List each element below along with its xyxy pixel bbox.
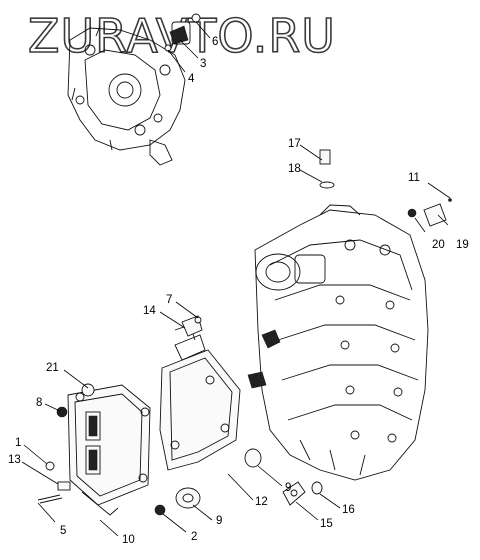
bolt-1 xyxy=(45,461,55,471)
callout-4: 4 xyxy=(188,73,195,85)
part-11 xyxy=(448,198,452,202)
callout-9-right: 9 xyxy=(285,482,291,494)
sensor-17 xyxy=(319,149,331,165)
harness-connector-b xyxy=(247,371,267,389)
grommet-9-right xyxy=(244,448,262,468)
callout-11: 11 xyxy=(408,172,420,184)
callout-21: 21 xyxy=(46,362,59,374)
oring-20 xyxy=(407,208,417,218)
callout-5: 5 xyxy=(60,525,66,537)
sensor-3 xyxy=(169,25,189,45)
callout-14: 14 xyxy=(143,305,156,317)
callout-13: 13 xyxy=(8,454,21,466)
ecm-controller xyxy=(67,384,151,516)
sensor-bolt xyxy=(191,13,201,23)
oring-18 xyxy=(319,181,335,189)
bolt-7 xyxy=(194,316,202,324)
callout-7: 7 xyxy=(166,294,172,306)
clip-13 xyxy=(57,481,71,491)
bolt-5 xyxy=(37,494,63,504)
callout-15: 15 xyxy=(320,518,333,530)
oring-4 xyxy=(164,44,172,52)
harness-connector-a xyxy=(261,329,281,349)
callout-1: 1 xyxy=(15,437,21,449)
callout-12: 12 xyxy=(255,496,268,508)
small-parts xyxy=(37,25,452,516)
callout-18: 18 xyxy=(288,163,301,175)
callout-2: 2 xyxy=(191,531,197,543)
washer-21 xyxy=(81,383,95,397)
oring-16 xyxy=(311,481,323,495)
callout-19: 19 xyxy=(456,239,469,251)
callout-17: 17 xyxy=(288,138,301,150)
nut-2 xyxy=(154,504,166,516)
callout-16: 16 xyxy=(342,504,355,516)
sensor-15 xyxy=(282,481,306,506)
callout-9-lower: 9 xyxy=(216,515,222,527)
bolt-8 xyxy=(56,406,68,418)
callout-leaders xyxy=(21,21,451,537)
callout-8: 8 xyxy=(36,397,42,409)
callout-20: 20 xyxy=(432,239,445,251)
sensor-19 xyxy=(423,203,447,227)
ecm-mounting-plate xyxy=(159,324,241,471)
engine-block xyxy=(247,204,429,481)
grommet-9-lower xyxy=(175,487,201,509)
callout-labels: 6 3 4 17 18 11 19 20 7 14 21 8 1 13 5 10… xyxy=(8,36,469,546)
callout-3: 3 xyxy=(200,58,206,70)
callout-10: 10 xyxy=(122,534,135,546)
callout-6: 6 xyxy=(212,36,218,48)
